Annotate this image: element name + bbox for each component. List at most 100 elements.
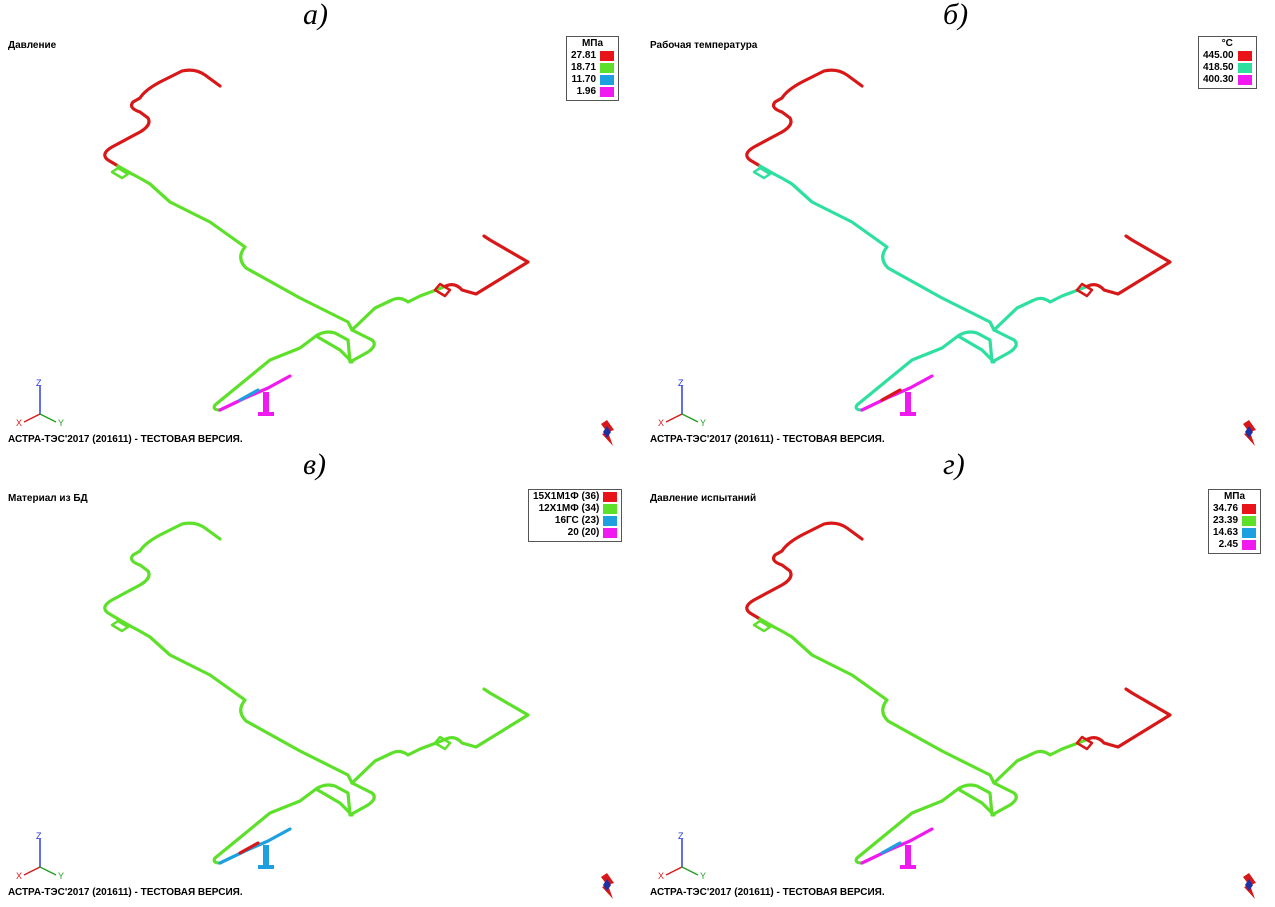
legend-entry: 15Х1М1Ф (36): [533, 491, 618, 503]
legend-label: 18.71: [571, 62, 597, 73]
svg-text:X: X: [658, 871, 664, 881]
legend-label: 11.70: [571, 74, 597, 85]
pipe-lower-connector: [956, 787, 996, 817]
pipe-lower-loop: [854, 781, 1018, 865]
legend-entry: 445.00: [1203, 50, 1252, 62]
pipe-right-loop: [1075, 735, 1094, 751]
legend-swatch: [600, 87, 615, 97]
caption-v: в): [303, 448, 327, 481]
legend-label: 20 (20): [567, 527, 600, 538]
legend-entry: 34.76: [1213, 503, 1257, 515]
pipeline-drawing: [103, 521, 530, 869]
legend-swatch: [603, 492, 618, 502]
pipe-lower-loop: [212, 328, 376, 412]
svg-text:Y: Y: [58, 418, 64, 428]
pipe-support-leg: [905, 845, 911, 867]
svg-text:Z: Z: [36, 378, 42, 388]
pipe-small-loop: [110, 166, 130, 180]
pipe-right-loop: [433, 282, 452, 298]
legend-box: 15Х1М1Ф (36)12Х1МФ (34)16ГС (23)20 (20): [528, 489, 623, 542]
pipeline-drawing: [103, 68, 530, 416]
svg-text:Y: Y: [58, 871, 64, 881]
legend-swatch: [1237, 75, 1252, 85]
pipe-upper-section: [103, 68, 222, 168]
pipe-base-run: [218, 374, 292, 412]
pipe-main-run: [116, 164, 354, 332]
legend-label: 445.00: [1203, 50, 1234, 61]
pipe-support-leg: [263, 845, 269, 867]
svg-text:Y: Y: [700, 418, 706, 428]
legend-entry: 27.81: [571, 50, 615, 62]
pipeline-drawing: [745, 521, 1172, 869]
pipe-small-loop: [752, 619, 772, 633]
astra-logo-icon: [601, 873, 614, 899]
caption-g: г): [943, 448, 965, 481]
legend-label: 15Х1М1Ф (36): [533, 491, 600, 502]
pipe-right-section: [444, 687, 530, 749]
pipe-base-run: [860, 827, 934, 865]
astra-logo-icon: [1243, 873, 1256, 899]
footer-version-text: АСТРА-ТЭС'2017 (201611) - ТЕСТОВАЯ ВЕРСИ…: [8, 887, 243, 898]
pipe-right-branch: [350, 737, 448, 785]
pipe-right-loop: [1075, 282, 1094, 298]
pipe-accent-segment: [238, 841, 260, 855]
svg-text:X: X: [16, 418, 22, 428]
legend-entry: 1.96: [571, 86, 615, 98]
pipeline-drawing: [745, 68, 1172, 416]
legend-label: 1.96: [576, 86, 597, 97]
pipe-support-base: [258, 412, 274, 416]
legend-label: 14.63: [1213, 527, 1239, 538]
legend-swatch: [1242, 540, 1257, 550]
pipe-support-base: [900, 865, 916, 869]
legend-unit: МПа: [1223, 491, 1246, 502]
pipe-right-branch: [992, 284, 1090, 332]
legend-entry: 11.70: [571, 74, 615, 86]
legend-entry: 12Х1МФ (34): [533, 503, 618, 515]
legend-label: 34.76: [1213, 503, 1239, 514]
axis-triad-icon: Z Y X: [16, 378, 64, 428]
legend-label: 2.45: [1218, 539, 1239, 550]
pipe-lower-loop: [212, 781, 376, 865]
pipe-base-run: [218, 827, 292, 865]
panel-title: Рабочая температура: [650, 40, 758, 51]
svg-text:X: X: [16, 871, 22, 881]
legend-swatch: [603, 528, 618, 538]
legend-entry: 2.45: [1213, 539, 1257, 551]
legend-swatch: [1237, 51, 1252, 61]
pipe-right-section: [1086, 234, 1172, 296]
pipe-right-branch: [350, 284, 448, 332]
panel-material: Материал из БД 15Х1М1Ф (36)12Х1МФ (34)16Г…: [0, 453, 637, 906]
svg-text:Y: Y: [700, 871, 706, 881]
pipe-main-run: [758, 617, 996, 785]
legend-label: 418.50: [1203, 62, 1234, 73]
panel-title: Материал из БД: [8, 493, 88, 504]
astra-logo-icon: [1243, 420, 1256, 446]
pipe-main-run: [116, 617, 354, 785]
footer-version-text: АСТРА-ТЭС'2017 (201611) - ТЕСТОВАЯ ВЕРСИ…: [650, 434, 885, 445]
pipe-right-section: [1086, 687, 1172, 749]
legend-entry: 18.71: [571, 62, 615, 74]
legend-swatch: [603, 516, 618, 526]
legend-label: 23.39: [1213, 515, 1239, 526]
legend-entry: 16ГС (23): [533, 515, 618, 527]
pipe-small-loop: [752, 166, 772, 180]
caption-b: б): [943, 0, 969, 31]
legend-swatch: [600, 51, 615, 61]
svg-text:Z: Z: [678, 831, 684, 841]
footer-version-text: АСТРА-ТЭС'2017 (201611) - ТЕСТОВАЯ ВЕРСИ…: [8, 434, 243, 445]
legend-swatch: [603, 504, 618, 514]
svg-text:Z: Z: [678, 378, 684, 388]
caption-a: а): [303, 0, 328, 31]
pipe-small-loop: [110, 619, 130, 633]
pipe-lower-connector: [956, 334, 996, 364]
axis-triad-icon: ZYX: [16, 831, 64, 881]
axis-triad-icon: Z Y X: [658, 831, 706, 881]
legend-swatch: [600, 63, 615, 73]
legend-entry: 418.50: [1203, 62, 1252, 74]
panel-title: Давление испытаний: [650, 493, 757, 504]
